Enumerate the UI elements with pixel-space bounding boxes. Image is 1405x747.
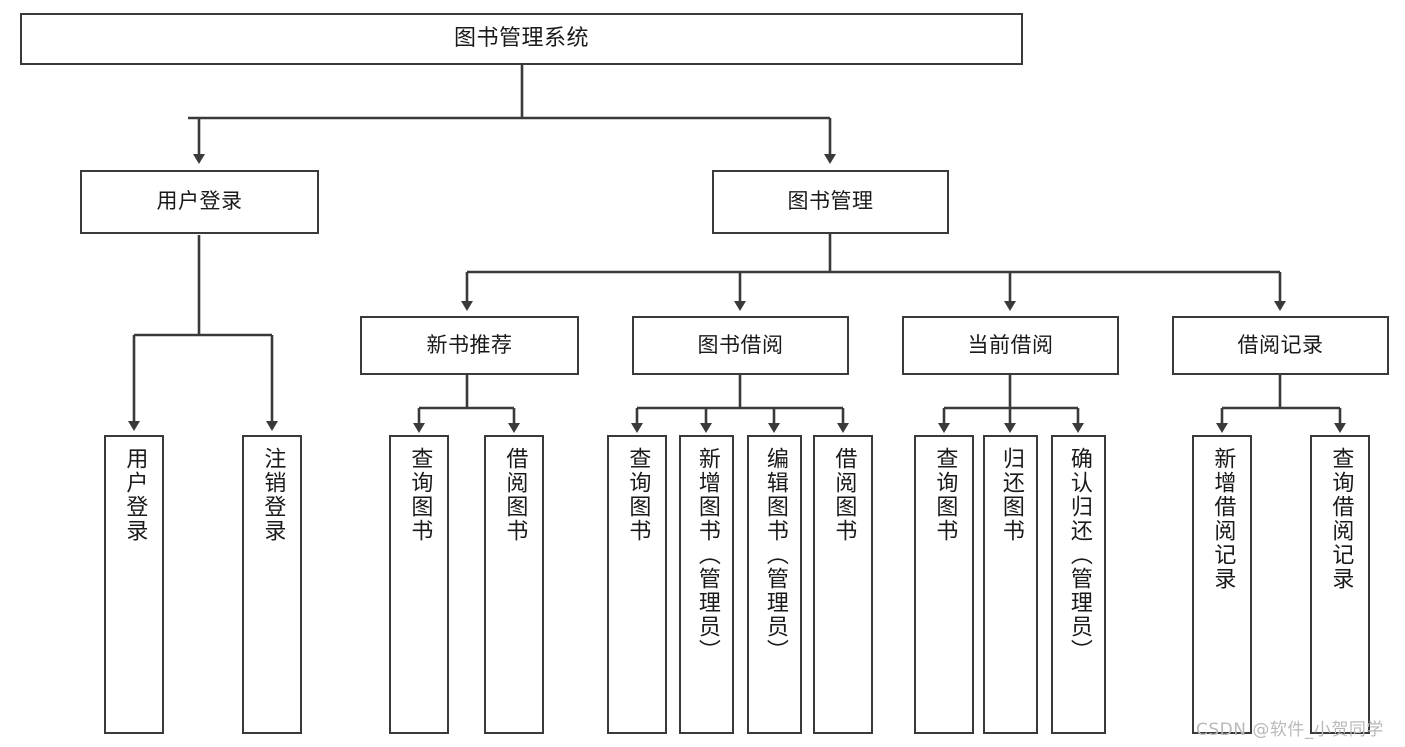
node-borrow-record[interactable]: 借阅记录 xyxy=(1172,316,1389,375)
leaf-user-login[interactable]: 用户登录 xyxy=(104,435,164,734)
node-label: 新增借阅记录 xyxy=(1210,447,1236,591)
node-label: 新增图书（管理员） xyxy=(694,447,720,663)
node-label: 图书管理 xyxy=(787,189,874,214)
node-label: 图书借阅 xyxy=(697,332,784,357)
node-label: 当前借阅 xyxy=(967,332,1054,357)
node-label: 确认归还（管理员） xyxy=(1066,447,1092,663)
leaf-query-book-current[interactable]: 查询图书 xyxy=(914,435,974,734)
leaf-query-borrow-record[interactable]: 查询借阅记录 xyxy=(1310,435,1370,734)
node-label: 查询图书 xyxy=(932,447,958,543)
node-label: 用户登录 xyxy=(122,447,148,543)
node-book-management[interactable]: 图书管理 xyxy=(712,170,949,234)
node-new-book-recommend[interactable]: 新书推荐 xyxy=(360,316,579,375)
leaf-add-borrow-record[interactable]: 新增借阅记录 xyxy=(1192,435,1252,734)
leaf-return-book[interactable]: 归还图书 xyxy=(983,435,1038,734)
node-label: 注销登录 xyxy=(260,447,286,543)
node-label: 归还图书 xyxy=(998,447,1024,543)
node-label: 借阅图书 xyxy=(831,447,857,543)
node-label: 查询借阅记录 xyxy=(1328,447,1354,591)
leaf-edit-book-admin[interactable]: 编辑图书（管理员） xyxy=(747,435,802,734)
node-label: 借阅图书 xyxy=(502,447,528,543)
node-label: 新书推荐 xyxy=(426,332,513,357)
node-label: 编辑图书（管理员） xyxy=(762,447,788,663)
csdn-watermark: CSDN @软件_小贺同学 xyxy=(1196,720,1384,740)
node-user-login[interactable]: 用户登录 xyxy=(80,170,319,234)
leaf-add-book-admin[interactable]: 新增图书（管理员） xyxy=(679,435,734,734)
node-current-borrow[interactable]: 当前借阅 xyxy=(902,316,1119,375)
leaf-borrow-book-borrow[interactable]: 借阅图书 xyxy=(813,435,873,734)
leaf-query-book-recommend[interactable]: 查询图书 xyxy=(389,435,449,734)
leaf-borrow-book-recommend[interactable]: 借阅图书 xyxy=(484,435,544,734)
leaf-confirm-return-admin[interactable]: 确认归还（管理员） xyxy=(1051,435,1106,734)
node-label: 用户登录 xyxy=(156,189,243,214)
node-label: 查询图书 xyxy=(625,447,651,543)
leaf-logout-login[interactable]: 注销登录 xyxy=(242,435,302,734)
node-label: 图书管理系统 xyxy=(453,25,589,51)
node-label: 借阅记录 xyxy=(1237,332,1324,357)
node-book-borrow[interactable]: 图书借阅 xyxy=(632,316,849,375)
node-label: 查询图书 xyxy=(407,447,433,543)
node-root-book-management-system[interactable]: 图书管理系统 xyxy=(20,13,1023,65)
leaf-query-book-borrow[interactable]: 查询图书 xyxy=(607,435,667,734)
